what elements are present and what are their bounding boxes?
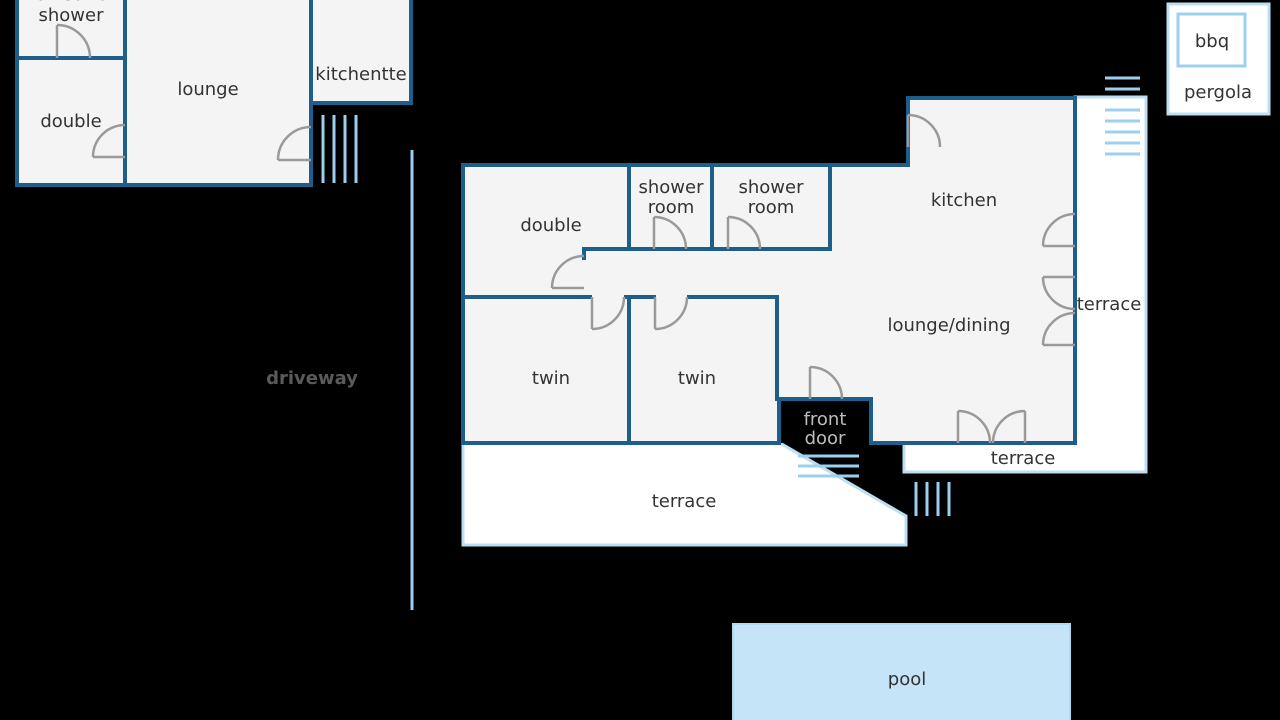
steps-south-east <box>914 482 951 516</box>
door-twin-1 <box>590 296 626 331</box>
pool: pool <box>732 623 1071 720</box>
front-door-vestibule <box>779 399 871 443</box>
door-lounge-south-1 <box>956 409 992 444</box>
label-terrace-south-east: terrace <box>991 448 1056 469</box>
room-annex-lounge <box>123 0 313 187</box>
label-double: double <box>520 215 581 236</box>
label-ensuite-line2: shower <box>39 5 105 26</box>
pergola: bbq pergola <box>1166 2 1271 116</box>
front-door-walls <box>777 397 873 445</box>
door-front <box>808 365 844 400</box>
door-kitchen-terrace <box>1041 212 1076 248</box>
label-shower-room-1-line1: shower <box>639 177 705 198</box>
label-driveway: driveway <box>266 368 358 389</box>
door-lounge-terrace-1 <box>1041 275 1076 311</box>
annex-steps <box>321 115 358 183</box>
label-lounge-dining: lounge/dining <box>887 315 1010 336</box>
door-annex-entry <box>276 125 312 162</box>
label-kitchenette: kitchentte <box>315 64 406 85</box>
driveway: driveway <box>266 150 414 610</box>
door-annex-double <box>91 123 126 159</box>
room-annex-double <box>15 56 127 187</box>
label-pergola: pergola <box>1184 82 1252 103</box>
annex: en-suite shower double lounge kitchentte <box>15 0 413 187</box>
door-shower-1 <box>652 215 688 250</box>
label-twin-2: twin <box>678 368 716 389</box>
label-shower-room-2-line1: shower <box>739 177 805 198</box>
pool-area <box>732 623 1071 720</box>
steps-pergola <box>1105 76 1140 156</box>
label-terrace-south: terrace <box>652 491 717 512</box>
room-kitchenette <box>309 0 413 105</box>
label-bbq: bbq <box>1195 31 1229 52</box>
label-front-door-line1: front <box>804 409 847 430</box>
door-twin-2 <box>653 296 689 331</box>
door-shower-2 <box>726 215 762 250</box>
house-floor <box>463 98 1075 443</box>
label-shower-room-2-line2: room <box>748 197 795 218</box>
label-kitchen: kitchen <box>931 190 997 211</box>
label-front-door-line2: door <box>805 428 846 449</box>
label-pool: pool <box>888 669 926 690</box>
door-kitchen-north <box>906 113 942 148</box>
label-annex-double: double <box>40 111 101 132</box>
label-ensuite-line1: en-suite <box>35 0 108 5</box>
bbq-unit <box>1176 12 1247 68</box>
steps-front-door <box>798 454 859 478</box>
label-shower-room-1-line2: room <box>648 197 695 218</box>
door-lounge-south-2 <box>991 409 1027 444</box>
label-twin-1: twin <box>532 368 570 389</box>
door-double <box>550 254 585 290</box>
door-ensuite <box>55 23 92 59</box>
main-house: double shower room shower room kitchen l… <box>461 96 1077 449</box>
door-lounge-terrace-2 <box>1041 311 1076 347</box>
label-terrace-east: terrace <box>1077 294 1142 315</box>
label-annex-lounge: lounge <box>177 79 238 100</box>
